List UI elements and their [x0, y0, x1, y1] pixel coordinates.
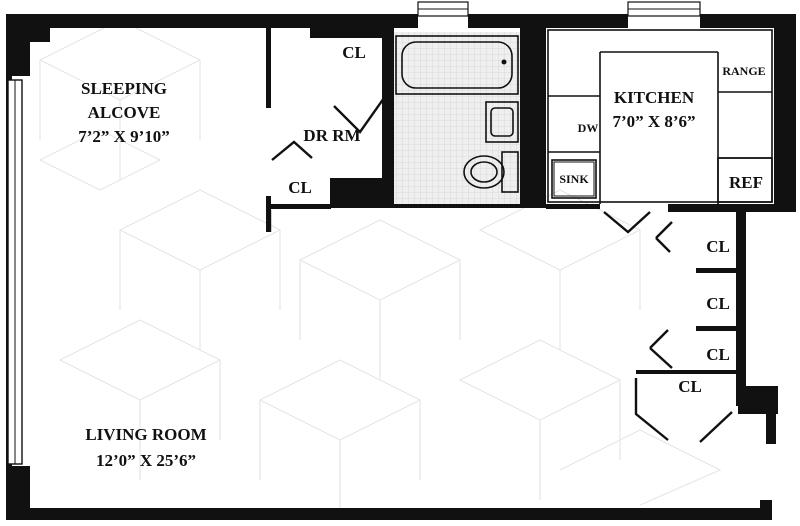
dishwasher-label: DW: [578, 121, 599, 135]
kitchen-counters: [547, 29, 773, 204]
bathroom-floor: [394, 32, 520, 204]
dr-rm-closet-label: CL: [288, 178, 312, 197]
refrigerator-label: REF: [729, 173, 763, 192]
entry-closet-label: CL: [678, 377, 702, 396]
dressing-room-label: DR RM: [303, 126, 360, 145]
kitchen-dimensions: 7’0” X 8’6”: [612, 112, 695, 131]
range-label: RANGE: [722, 64, 765, 78]
hall-closet-1-label: CL: [706, 237, 730, 256]
kitchen-label: KITCHEN: [614, 88, 695, 107]
hall-closet-3-label: CL: [706, 345, 730, 364]
living-room-label: LIVING ROOM: [85, 425, 206, 444]
hall-closet-2-label: CL: [706, 294, 730, 313]
windows: [7, 1, 701, 465]
room-labels: SLEEPING ALCOVE 7’2” X 9’10” CL DR RM CL…: [78, 43, 765, 470]
floor-pattern: [38, 19, 722, 510]
alcove-closet-label: CL: [342, 43, 366, 62]
sleeping-alcove-dimensions: 7’2” X 9’10”: [78, 127, 170, 146]
door-swings: [268, 97, 733, 443]
sleeping-alcove-label-line2: ALCOVE: [88, 103, 161, 122]
bathroom-fixtures: [395, 35, 519, 193]
sleeping-alcove-label-line1: SLEEPING: [81, 79, 167, 98]
living-room-dimensions: 12’0” X 25’6”: [96, 451, 196, 470]
sink-label: SINK: [559, 172, 589, 186]
